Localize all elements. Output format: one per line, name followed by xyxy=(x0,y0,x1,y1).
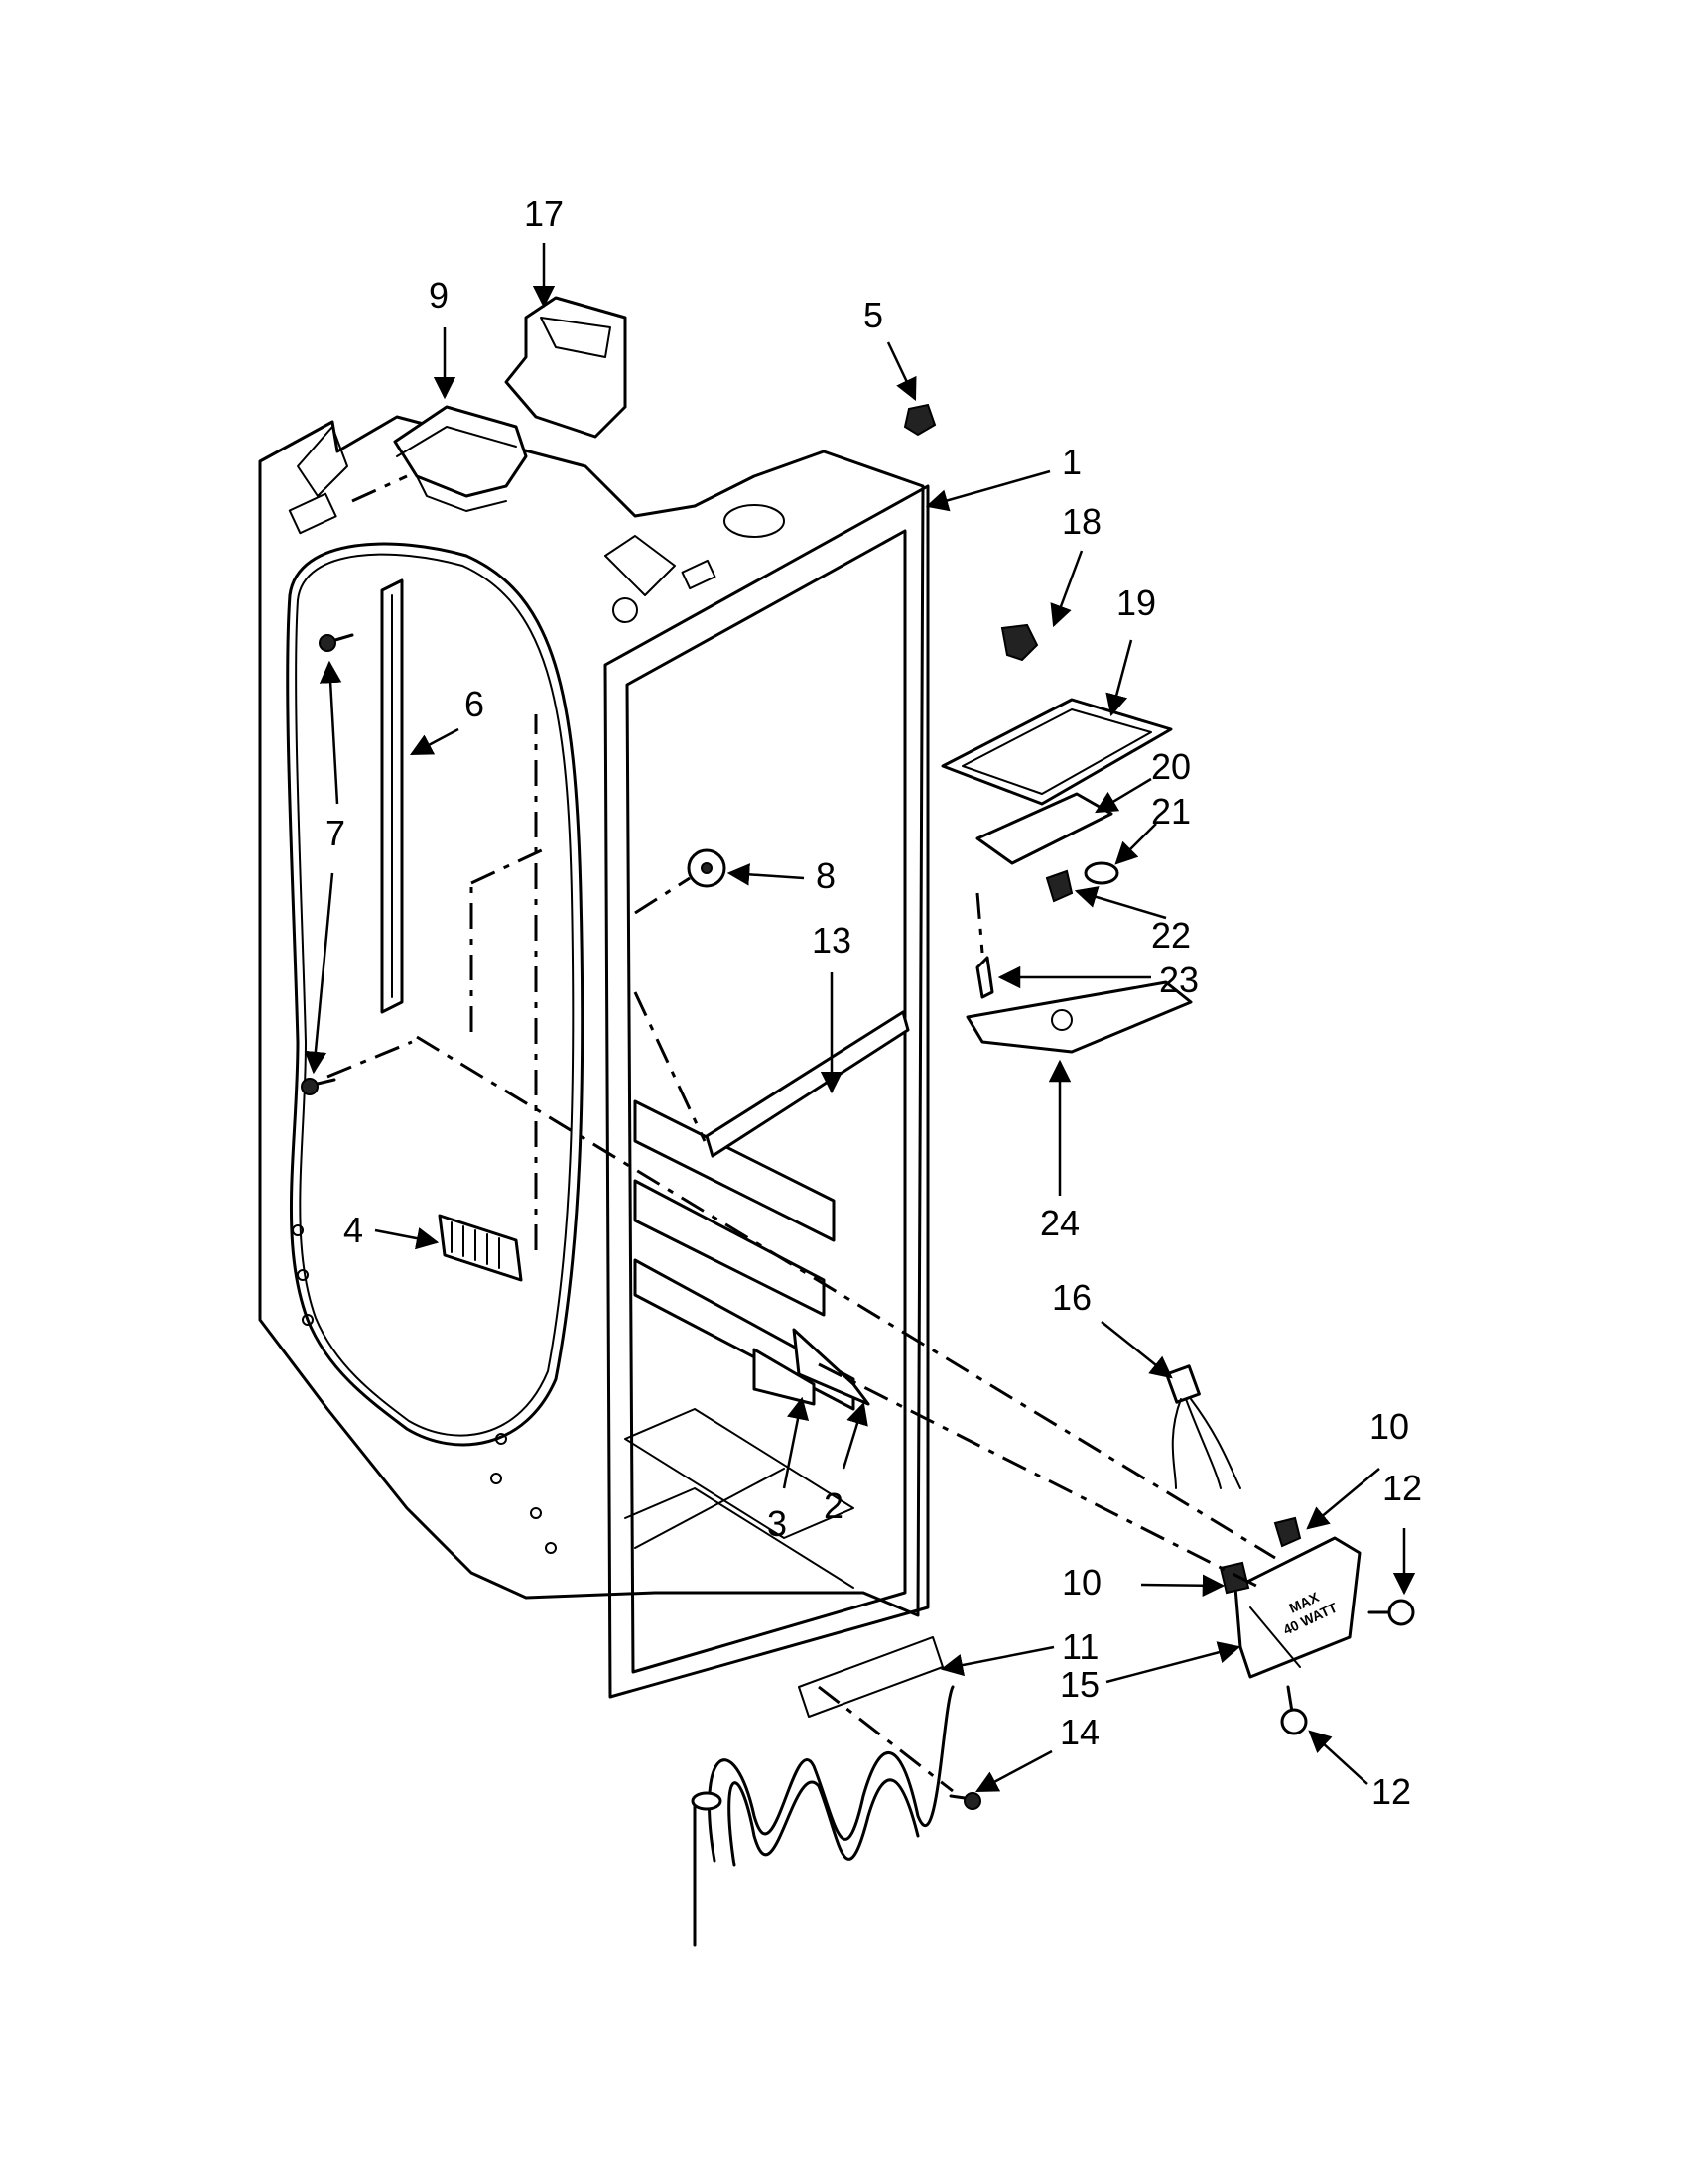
callout-2: 2 xyxy=(824,1485,844,1526)
leader-arrows xyxy=(304,243,1416,1793)
part-13-bar xyxy=(705,1010,910,1158)
callout-13: 13 xyxy=(812,920,851,961)
callout-24: 24 xyxy=(1040,1203,1080,1243)
part-10-clip-lower xyxy=(1219,1561,1250,1595)
part-9-air-duct xyxy=(393,405,528,512)
arrow-7-down xyxy=(304,872,334,1075)
arrow-21 xyxy=(1114,823,1157,865)
callout-3: 3 xyxy=(767,1503,787,1544)
arrow-14 xyxy=(975,1749,1053,1793)
arrow-4 xyxy=(374,1227,440,1250)
arrow-7-up xyxy=(319,660,342,805)
callout-11: 11 xyxy=(1062,1626,1099,1667)
arrow-12-lower xyxy=(1308,1730,1368,1785)
arrow-18 xyxy=(1050,550,1084,628)
arrow-1 xyxy=(925,469,1051,512)
callout-15: 15 xyxy=(1060,1664,1100,1705)
part-24-shield xyxy=(966,980,1193,1054)
callout-4: 4 xyxy=(343,1210,363,1250)
part-8-knob xyxy=(687,848,726,888)
arrow-11 xyxy=(940,1645,1055,1677)
part-22-socket xyxy=(1045,869,1074,903)
callout-10-lower: 10 xyxy=(1062,1562,1102,1603)
part-21-bulb xyxy=(1084,861,1119,885)
callout-10-upper: 10 xyxy=(1369,1406,1409,1447)
part-4-grille xyxy=(438,1214,523,1282)
part-20-lens xyxy=(975,792,1113,865)
callout-16: 16 xyxy=(1052,1277,1092,1318)
part-7-screw-top xyxy=(319,633,354,652)
part-10-clip-upper xyxy=(1273,1516,1302,1548)
part-6-rail xyxy=(380,578,404,1014)
callout-21: 21 xyxy=(1151,791,1191,832)
callout-8: 8 xyxy=(816,855,836,896)
arrow-22 xyxy=(1074,886,1167,920)
arrow-5 xyxy=(886,341,917,402)
callout-5: 5 xyxy=(863,295,883,335)
part-16-wire-harness xyxy=(1165,1364,1241,1489)
part-12-pin-bottom xyxy=(1280,1685,1308,1735)
arrow-16 xyxy=(1101,1321,1173,1379)
callout-12-lower: 12 xyxy=(1371,1771,1411,1812)
arrow-20 xyxy=(1095,777,1152,814)
callout-9: 9 xyxy=(429,275,449,316)
arrow-8 xyxy=(726,863,805,886)
part-17-cover xyxy=(504,296,627,439)
part-3-slide xyxy=(752,1348,816,1406)
part-11-defrost-heater xyxy=(691,1636,955,1947)
callout-20: 20 xyxy=(1151,746,1191,787)
callout-19: 19 xyxy=(1116,582,1156,623)
callout-1: 1 xyxy=(1062,442,1082,482)
part-19-light-housing xyxy=(941,698,1173,806)
callout-6: 6 xyxy=(464,684,484,724)
part-23-screw xyxy=(975,956,994,999)
arrow-3 xyxy=(782,1396,810,1489)
arrow-10-upper xyxy=(1306,1468,1380,1530)
arrow-19 xyxy=(1105,639,1133,717)
part-15-socket-housing: MAX 40 WATT xyxy=(1233,1536,1362,1679)
part-2-slide xyxy=(792,1328,870,1406)
callout-14: 14 xyxy=(1060,1712,1100,1752)
arrow-15 xyxy=(1105,1641,1241,1684)
arrow-2 xyxy=(842,1401,868,1470)
arrow-6 xyxy=(410,727,459,756)
arrow-10-lower xyxy=(1140,1574,1226,1598)
part-12-pin-right xyxy=(1367,1599,1415,1626)
assembly-lines xyxy=(326,474,1276,1793)
callout-labels: 1 2 3 4 5 6 7 8 9 10 10 11 12 12 13 14 1… xyxy=(325,193,1422,1812)
part-5-clip xyxy=(903,403,937,437)
part-14-screw xyxy=(949,1792,981,1810)
part-18-bracket xyxy=(1000,623,1039,662)
callout-7: 7 xyxy=(325,813,345,853)
part-7-screw-bottom xyxy=(301,1078,336,1095)
callout-22: 22 xyxy=(1151,915,1191,956)
callout-23: 23 xyxy=(1159,960,1199,1000)
callout-17: 17 xyxy=(524,193,564,234)
callout-18: 18 xyxy=(1062,501,1102,542)
callout-12-upper: 12 xyxy=(1382,1468,1422,1508)
